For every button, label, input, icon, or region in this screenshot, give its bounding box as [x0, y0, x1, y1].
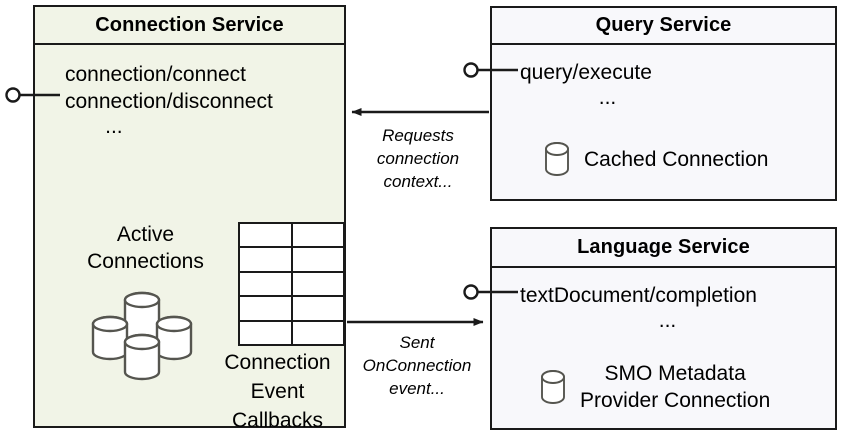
operation-connection-connect[interactable]: connection/connect	[65, 63, 246, 86]
grid-cell	[240, 297, 293, 322]
edge-label-line2: connection	[376, 149, 460, 168]
language-service-operations: textDocument/completion ...	[520, 282, 815, 333]
cached-connection-label: Cached Connection	[584, 147, 769, 171]
component-query-service[interactable]: Query Service query/execute ... Cached C…	[490, 6, 837, 201]
connection-service-body: connection/connect connection/disconnect…	[35, 45, 345, 432]
query-service-body: query/execute ... Cached Connection	[492, 45, 835, 199]
lollipop-interface-icon[interactable]	[463, 284, 519, 300]
grid-cell	[240, 248, 293, 273]
edge-label-sent-onconnection-event: Sent OnConnection event...	[348, 331, 486, 400]
language-service-body: textDocument/completion ... SMO Metadata…	[492, 268, 835, 428]
callbacks-label-line2: Event	[250, 380, 305, 403]
edge-label-line3: context...	[383, 172, 453, 191]
active-connections-label: Active Connections	[73, 221, 218, 275]
language-service-operations-ellipsis: ...	[658, 309, 677, 332]
callbacks-label-line3: Callbacks	[231, 409, 324, 432]
edge-label-line1: Requests	[382, 126, 454, 145]
operation-query-execute[interactable]: query/execute	[520, 61, 652, 84]
connection-service-operations-ellipsis: ...	[105, 115, 123, 138]
grid-cell	[292, 272, 345, 298]
smo-label-line2: Provider Connection	[580, 389, 771, 412]
lollipop-interface-icon[interactable]	[5, 87, 61, 103]
connection-event-callbacks-label: Connection Event Callbacks	[190, 348, 365, 435]
grid-cell	[240, 272, 293, 298]
query-service-resource: Cached Connection	[544, 141, 768, 177]
grid-cell	[292, 297, 345, 322]
connection-service-operations: connection/connect connection/disconnect…	[65, 61, 273, 139]
component-connection-service[interactable]: Connection Service connection/connect co…	[33, 5, 346, 432]
grid-cell	[240, 321, 293, 346]
database-cylinder-icon	[541, 370, 565, 404]
query-service-operations: query/execute ...	[520, 59, 695, 110]
grid-cell	[240, 224, 293, 249]
edge-label-line1: Sent	[399, 333, 435, 352]
database-cylinder-icon	[545, 142, 569, 176]
lollipop-interface-icon[interactable]	[463, 62, 519, 78]
grid-cell	[292, 224, 345, 249]
edge-label-requests-connection-context: Requests connection context...	[358, 124, 478, 193]
connection-service-title: Connection Service	[35, 7, 344, 45]
edge-label-line3: event...	[389, 379, 445, 398]
database-cluster-icon	[91, 291, 193, 381]
table-grid-icon	[238, 222, 345, 346]
language-service-title: Language Service	[492, 229, 835, 268]
component-language-service[interactable]: Language Service textDocument/completion…	[490, 227, 837, 430]
operation-connection-disconnect[interactable]: connection/disconnect	[65, 90, 273, 113]
query-service-operations-ellipsis: ...	[598, 86, 617, 109]
language-service-resource: SMO Metadata Provider Connection	[540, 360, 770, 414]
active-connections-label-line1: Active	[116, 223, 175, 246]
grid-cell	[292, 321, 345, 346]
smo-label-line1: SMO Metadata	[604, 362, 746, 385]
active-connections-label-line2: Connections	[87, 250, 204, 273]
grid-cell	[292, 248, 345, 273]
query-service-title: Query Service	[492, 8, 835, 45]
operation-textdocument-completion[interactable]: textDocument/completion	[520, 284, 757, 307]
smo-metadata-provider-connection-label: SMO Metadata Provider Connection	[580, 360, 770, 414]
edge-label-line2: OnConnection	[362, 356, 472, 375]
callbacks-label-line1: Connection	[224, 351, 331, 374]
